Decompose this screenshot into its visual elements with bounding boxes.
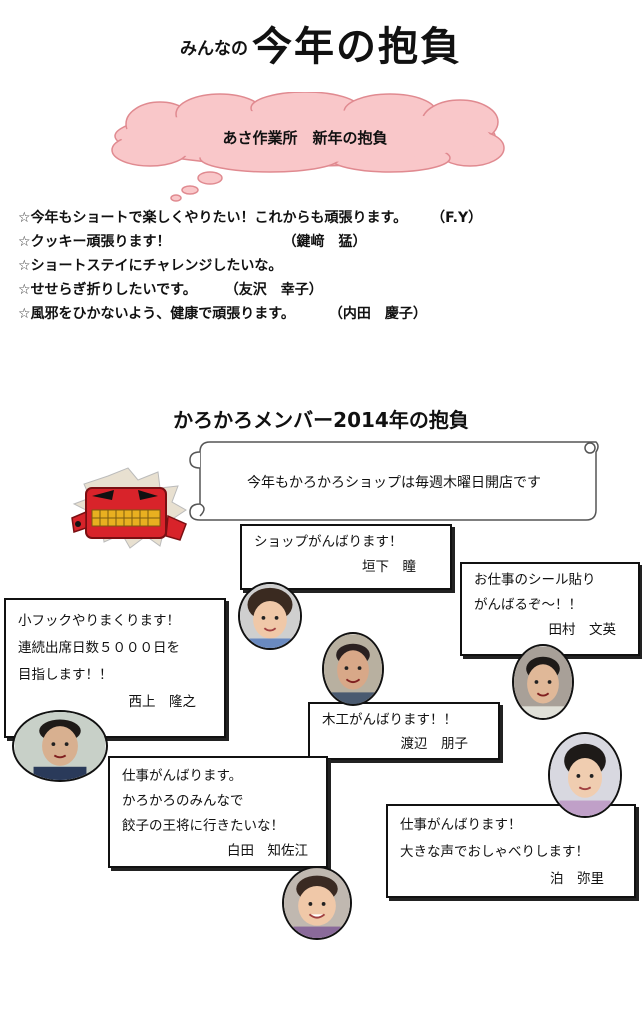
avatar [548,732,622,818]
title-prefix: みんなの [180,39,248,59]
lion-dance-icon [71,467,187,549]
avatar [282,866,352,940]
member-name: 泊 弥里 [550,871,604,887]
star-icon: ☆ [18,306,31,322]
member-message: 仕事がんばります！ [400,817,522,833]
avatar [512,644,574,720]
section-heading: かろかろメンバー2014年の抱負 [173,408,469,432]
member-message: お仕事のシール貼り [474,572,596,588]
member-message: がんばるぞ～！！ [474,597,582,613]
list-item: ☆風邪をひかないよう、健康で頑張ります。 （内田 慶子） [18,302,638,326]
list-item: ☆クッキー頑張ります！ （鍵﨑 猛） [18,230,638,254]
member-name: 渡辺 朋子 [400,736,469,752]
member-box-tamura: お仕事のシール貼り がんばるぞ～！！ 田村 文英 [460,562,640,656]
member-name: 西上 隆之 [128,694,197,710]
member-message: 仕事がんばります。 [122,768,243,784]
member-message: 餃子の王将に行きたいな！ [122,818,284,834]
title-main: 今年の抱負 [252,24,462,70]
member-name: 白田 知佐江 [227,843,308,859]
avatar [322,632,384,706]
resolution-text: クッキー頑張ります！ [30,234,171,250]
member-name: 田村 文英 [548,622,617,638]
thought-cloud [111,92,505,202]
star-icon: ☆ [18,210,31,226]
avatar [12,710,108,782]
member-box-shirata: 仕事がんばります。 かろかろのみんなで 餃子の王将に行きたいな！ 白田 知佐江 [108,756,328,868]
member-message: ショップがんばります！ [254,534,403,550]
member-box-tomari: 仕事がんばります！ 大きな声でおしゃべりします！ 泊 弥里 [386,804,636,898]
star-icon: ☆ [18,258,31,274]
member-message: 小フックやりまくります！ [18,613,180,629]
resolution-list: ☆今年もショートで楽しくやりたい！これからも頑張ります。（F.Y） ☆クッキー頑… [18,206,638,326]
resolution-text: ショートステイにチャレンジしたいな。 [30,258,283,274]
list-item: ☆ショートステイにチャレンジしたいな。 [18,254,638,278]
star-icon: ☆ [18,234,31,250]
resolution-text: 今年もショートで楽しくやりたい！これからも頑張ります。 [30,210,408,226]
resolution-text: せせらぎ折りしたいです。 [30,282,197,298]
list-item: ☆今年もショートで楽しくやりたい！これからも頑張ります。 （F.Y） [18,206,638,230]
member-box-kakishita: ショップがんばります！ 垣下 瞳 [240,524,452,590]
member-box-watanabe: 木工がんばります！！ 渡辺 朋子 [308,702,500,760]
banner-text: 今年もかろかろショップは毎週木曜日開店です [247,475,541,491]
star-icon: ☆ [18,282,31,298]
cloud-label: あさ作業所 新年の抱負 [222,129,388,147]
member-message: 連続出席日数５０００日を [18,640,180,656]
scroll-banner [189,441,599,521]
member-message: 大きな声でおしゃべりします！ [400,844,589,860]
resolution-name: （友沢 幸子） [224,282,323,298]
member-message: かろかろのみんなで [122,793,244,809]
resolution-text: 風邪をひかないよう、健康で頑張ります。 [30,306,295,322]
list-item: ☆せせらぎ折りしたいです。 （友沢 幸子） [18,278,638,302]
member-name: 垣下 瞳 [362,559,416,575]
member-message: 目指します！！ [18,667,113,683]
resolution-name: （F.Y） [431,210,483,226]
member-box-nishigami: 小フックやりまくります！ 連続出席日数５０００日を 目指します！！ 西上 隆之 [4,598,226,738]
resolution-name: （鍵﨑 猛） [282,234,367,250]
page-title: みんなの今年の抱負 [0,14,642,72]
avatar [238,582,302,650]
member-message: 木工がんばります！！ [322,712,457,728]
resolution-name: （内田 慶子） [328,306,427,322]
